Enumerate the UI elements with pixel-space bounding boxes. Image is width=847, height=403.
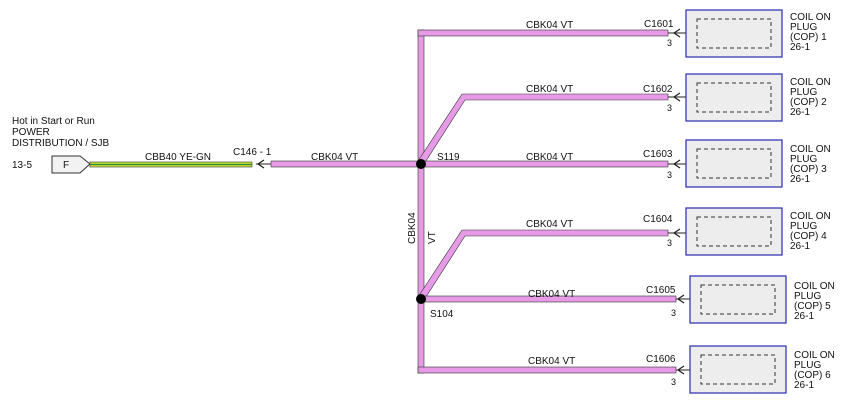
source-pin-label: F [63, 160, 69, 171]
branch-1-wire-label: CBK04 VT [526, 20, 573, 31]
branch-1-name-1: COIL ON [790, 12, 831, 23]
branch-4-wire-label: CBK04 VT [526, 219, 573, 230]
branch-1-arrow-icon [672, 28, 681, 38]
branch-3-name-1: COIL ON [790, 144, 831, 155]
branch-3-name-2: PLUG [790, 154, 817, 165]
branch-6-wire-label: CBK04 VT [528, 356, 575, 367]
branch-5-wire-label: CBK04 VT [528, 289, 575, 300]
branch-5-component-inner [700, 284, 776, 315]
branch-4-name-1: COIL ON [790, 211, 831, 222]
splice-s119-label: S119 [437, 152, 460, 163]
branch-1-component-inner [696, 18, 772, 49]
branch-2-connector-label: C1602 [643, 84, 673, 95]
vertical-wire-label-bottom: VT [427, 231, 438, 244]
source-text-2: POWER [12, 127, 50, 138]
branch-6-component-inner [700, 354, 776, 385]
branch-2-component-inner [696, 82, 772, 113]
branch-2-ref: 26-1 [790, 107, 810, 118]
c146-label: C146 - 1 [233, 147, 272, 158]
branch-2-arrow-icon [672, 92, 681, 102]
branch-1-connector-label: C1601 [644, 19, 674, 30]
branch-6-component-box[interactable] [689, 345, 787, 394]
branch-4-component-inner [696, 216, 772, 247]
branch-2-component-box[interactable] [685, 73, 783, 122]
branch-3-component-box[interactable] [685, 139, 783, 188]
branch-4-name-2: PLUG [790, 221, 817, 232]
branch-6-connector-label: C1606 [646, 354, 676, 365]
branch-5-pin: 3 [671, 308, 676, 318]
vertical-trunk-wire[interactable] [417, 29, 425, 374]
branch-2-pin: 3 [667, 103, 672, 113]
branch-6-pin: 3 [671, 377, 676, 387]
branch-1-name-3: (COP) 1 [790, 32, 827, 43]
feed-wire-label: CBB40 YE-GN [145, 152, 211, 163]
branch-1-ref: 26-1 [790, 42, 810, 53]
branch-3-wire-label: CBK04 VT [526, 152, 573, 163]
branch-1-pin: 3 [667, 38, 672, 48]
branch-6-arrow-icon [676, 365, 685, 375]
branch-3-name-3: (COP) 3 [790, 164, 827, 175]
branch-3-ref: 26-1 [790, 174, 810, 185]
branch-wire-6[interactable] [417, 366, 677, 374]
source-pin-connector[interactable]: F [51, 155, 91, 174]
branch-1-component-box[interactable] [685, 9, 783, 58]
branch-5-name-1: COIL ON [794, 281, 835, 292]
branch-3-pin: 3 [667, 170, 672, 180]
branch-3-connector-label: C1603 [643, 149, 673, 160]
c146-arrow-icon [256, 159, 265, 169]
source-text-3: DISTRIBUTION / SJB [12, 138, 110, 149]
branch-5-component-box[interactable] [689, 275, 787, 324]
splice-s104-label: S104 [430, 309, 454, 320]
source-text-1: Hot in Start or Run [12, 116, 95, 127]
main-wire-label: CBK04 VT [311, 152, 358, 163]
branch-3-arrow-icon [672, 159, 681, 169]
branch-5-name-2: PLUG [794, 291, 821, 302]
branch-4-ref: 26-1 [790, 241, 810, 252]
branch-1-name-2: PLUG [790, 22, 817, 33]
vertical-wire-label-top: CBK04 [407, 212, 418, 244]
branch-2-name-1: COIL ON [790, 77, 831, 88]
branch-6-name-1: COIL ON [794, 350, 835, 361]
branch-2-wire-label: CBK04 VT [526, 84, 573, 95]
branch-5-arrow-icon [676, 294, 685, 304]
branch-4-pin: 3 [667, 238, 672, 248]
branch-4-arrow-icon [672, 228, 681, 238]
branch-5-name-3: (COP) 5 [794, 301, 831, 312]
branch-4-connector-label: C1604 [643, 214, 673, 225]
branch-2-name-2: PLUG [790, 87, 817, 98]
branch-4-name-3: (COP) 4 [790, 231, 827, 242]
feed-wire[interactable] [89, 161, 253, 168]
splice-s119-dot[interactable] [416, 159, 426, 169]
branch-3-component-inner [696, 148, 772, 179]
source-ref: 13-5 [12, 160, 32, 171]
branch-6-name-2: PLUG [794, 360, 821, 371]
branch-6-name-3: (COP) 6 [794, 370, 831, 381]
splice-s104-dot[interactable] [416, 294, 426, 304]
branch-5-ref: 26-1 [794, 311, 814, 322]
branch-4-component-box[interactable] [685, 207, 783, 256]
branch-5-connector-label: C1605 [646, 285, 676, 296]
branch-2-name-3: (COP) 2 [790, 97, 827, 108]
branch-6-ref: 26-1 [794, 380, 814, 391]
